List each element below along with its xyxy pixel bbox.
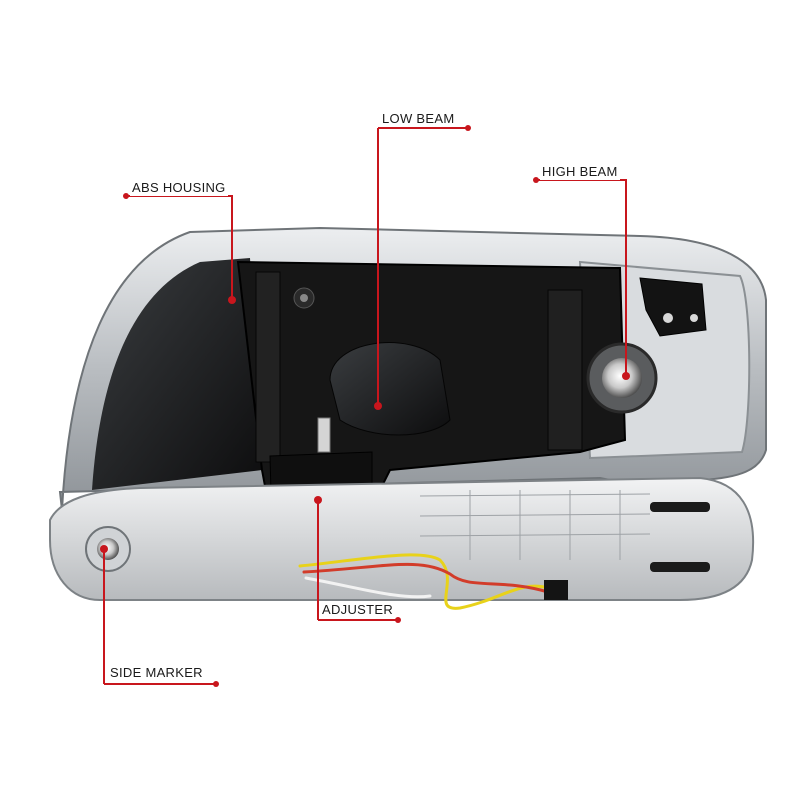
high-beam-bulb [602, 358, 642, 398]
adjuster-label: ADJUSTER [320, 602, 396, 618]
side-marker-line [103, 549, 216, 685]
callout-dots [100, 125, 630, 687]
low-beam-label: LOW BEAM [380, 111, 457, 127]
low-beam-line [377, 127, 468, 406]
connector-2 [650, 562, 710, 572]
housing-rib-left [255, 271, 281, 463]
wiring-harness [298, 553, 550, 610]
abs-housing-label: ABS HOUSING [130, 180, 228, 196]
connector-1 [650, 502, 710, 512]
callout-lines [103, 127, 627, 685]
abs-housing-line [126, 195, 233, 300]
wire-connector [544, 580, 568, 600]
adjuster-post [317, 417, 331, 453]
low-beam-socket [329, 342, 451, 436]
side-marker-label: SIDE MARKER [108, 665, 205, 681]
high-beam-label: HIGH BEAM [540, 164, 620, 180]
adjuster-line [317, 500, 398, 621]
housing-rib-right [547, 289, 583, 451]
abs-housing-shell [92, 258, 262, 490]
lower-lens [49, 476, 755, 601]
high-beam-line [536, 179, 627, 376]
bracket-screw-1 [663, 313, 673, 323]
low-beam-knob-center [300, 294, 308, 302]
bracket-screw-2 [690, 314, 698, 322]
lens-ribs [419, 490, 651, 560]
high-beam-bracket [639, 277, 707, 337]
